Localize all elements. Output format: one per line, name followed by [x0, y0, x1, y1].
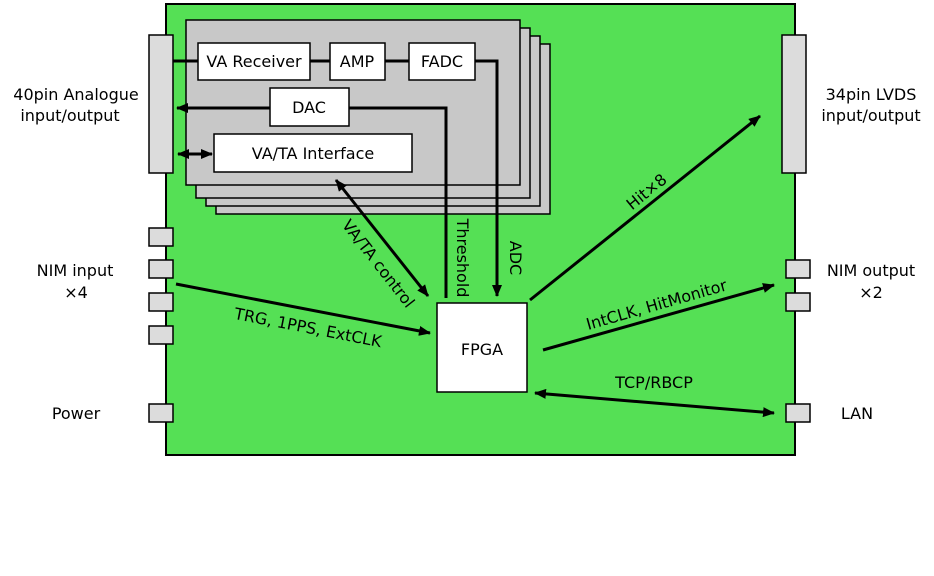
tcp-label: TCP/RBCP: [614, 373, 693, 392]
nim-input-label-line2: ×4: [64, 283, 88, 302]
va-receiver-block: VA Receiver: [197, 42, 311, 81]
amp-block: AMP: [329, 42, 386, 81]
va-ta-interface-label: VA/TA Interface: [252, 144, 374, 163]
fpga-label: FPGA: [461, 340, 503, 359]
tcp-arrow: [534, 388, 775, 418]
nim-output-connector: [785, 292, 811, 312]
nim-input-connector: [148, 325, 174, 345]
nim-output-label-line2: ×2: [859, 283, 883, 302]
va-receiver-label: VA Receiver: [206, 52, 302, 71]
threshold-line: [349, 106, 448, 298]
lvds-label-line1: 34pin LVDS: [826, 85, 917, 104]
analogue-label-line1: 40pin Analogue: [13, 85, 138, 104]
hit-arrow: [529, 114, 761, 302]
fadc-block: FADC: [408, 42, 476, 81]
va-ta-interface-block: VA/TA Interface: [213, 133, 413, 173]
power-label: Power: [52, 404, 101, 423]
analogue-label-line2: input/output: [20, 106, 119, 125]
intclk-arrow: [542, 283, 775, 352]
amp-label: AMP: [340, 52, 375, 71]
lvds-label-line2: input/output: [821, 106, 920, 125]
dac-block: DAC: [269, 87, 350, 127]
trg-arrow: [175, 282, 431, 336]
power-connector: [148, 403, 174, 423]
dac-label: DAC: [292, 98, 326, 117]
nim-output-label-line1: NIM output: [827, 261, 915, 280]
nim-input-connector: [148, 227, 174, 247]
nim-output-connector: [785, 259, 811, 279]
nim-input-connector: [148, 259, 174, 279]
lan-label: LAN: [841, 404, 873, 423]
adc-label: ADC: [506, 241, 525, 275]
fadc-label: FADC: [421, 52, 463, 71]
adc-arrow: [475, 59, 502, 297]
lan-connector: [785, 403, 811, 423]
va-ta-control-arrow: [334, 179, 430, 297]
fpga-block: FPGA: [436, 302, 528, 393]
analogue-connector: [148, 34, 174, 174]
nim-input-label-line1: NIM input: [37, 261, 114, 280]
lvds-connector: [781, 34, 807, 174]
nim-input-connector: [148, 292, 174, 312]
threshold-label: Threshold: [453, 218, 472, 298]
